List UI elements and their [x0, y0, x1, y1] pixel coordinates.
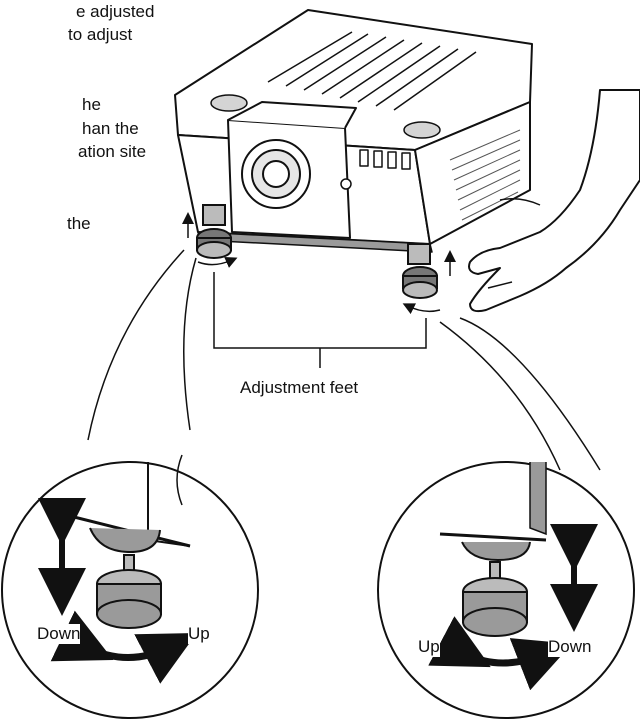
text-fragment-1: e adjusted [76, 2, 155, 21]
projector-body [174, 9, 533, 253]
right-up-label: Up [418, 637, 440, 657]
text-fragment-4: han the [82, 119, 139, 138]
right-detail-circle [377, 461, 635, 719]
left-adjustment-foot [182, 204, 238, 268]
left-down-label: Down [37, 624, 81, 644]
adjustment-feet-label: Adjustment feet [240, 378, 359, 397]
text-fragment-2: to adjust [68, 25, 133, 44]
text-fragment-5: ation site [78, 142, 147, 161]
right-down-label: Down [548, 637, 592, 657]
feet-callout-bracket [213, 272, 427, 368]
right-adjustment-foot [402, 243, 456, 315]
text-fragment-3: he [82, 95, 101, 114]
hand-and-arm [468, 89, 640, 313]
left-detail-circle [1, 454, 259, 719]
left-up-label: Up [188, 624, 210, 644]
text-fragment-6: the [67, 214, 91, 233]
callout-leader-lines [87, 249, 601, 471]
